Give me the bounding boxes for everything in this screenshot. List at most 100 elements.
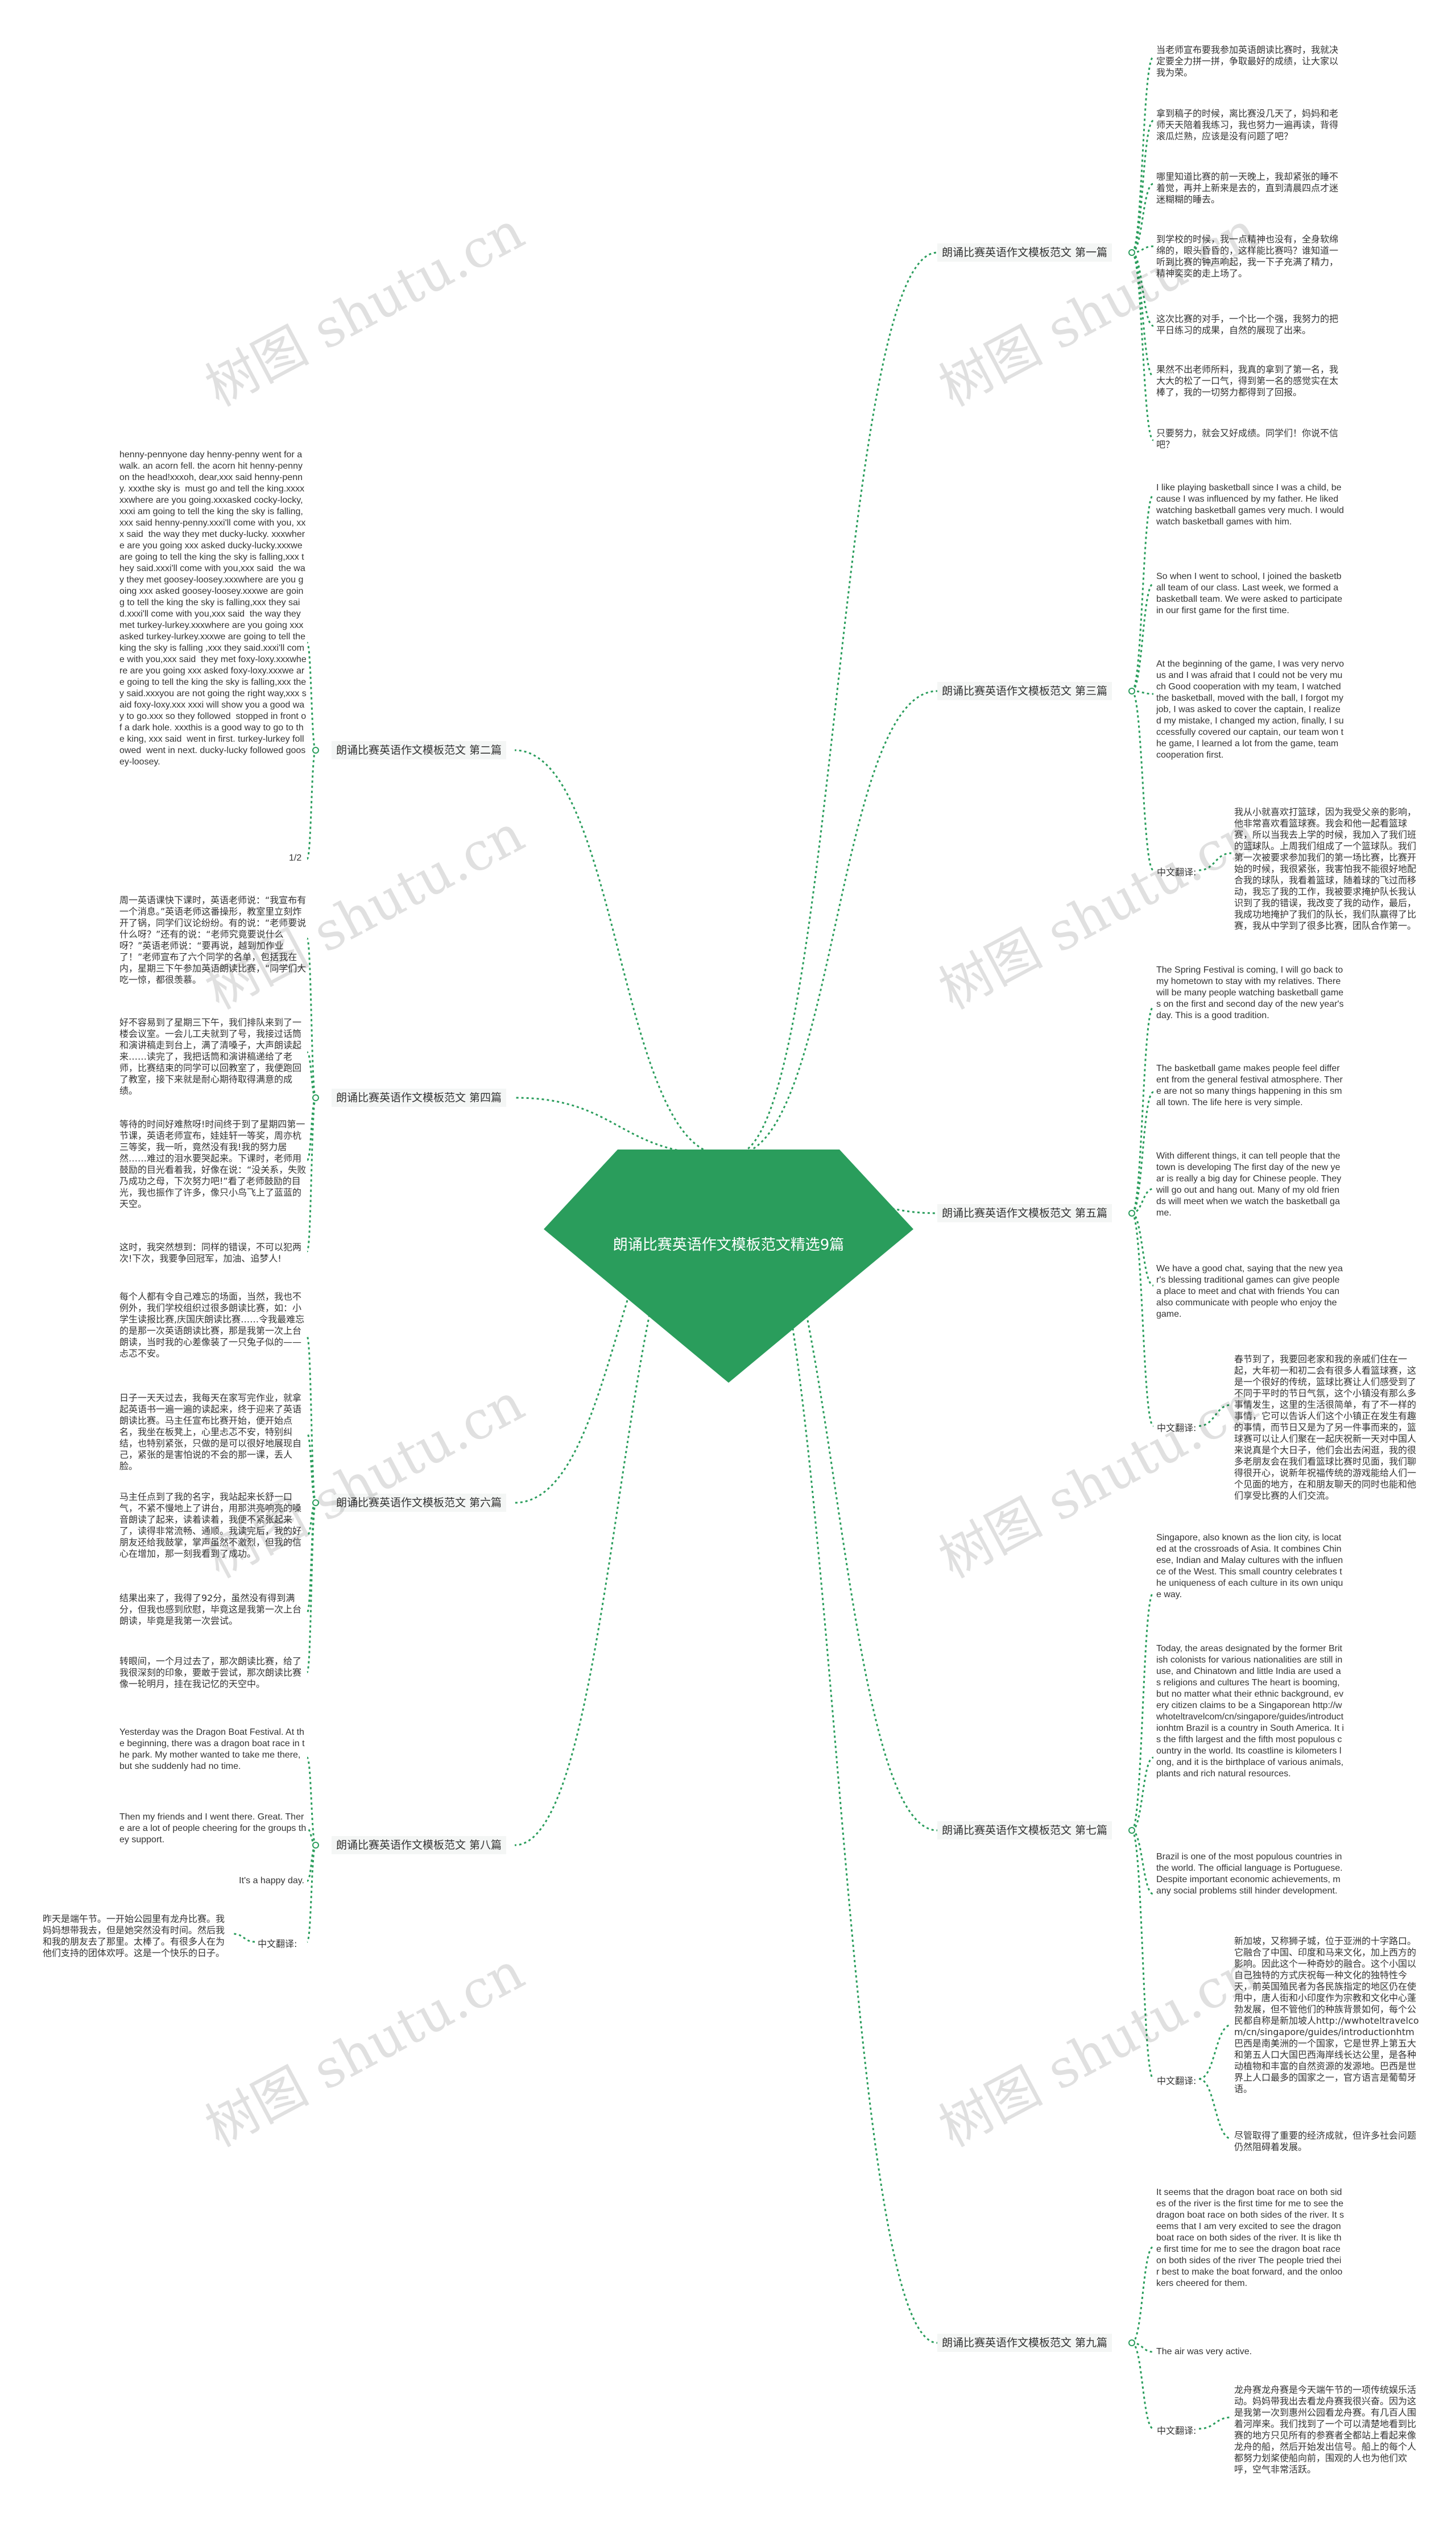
translation-text: 春节到了，我要回老家和我的亲戚们住在一起，大年初一和初二会有很多人看篮球赛，这是… <box>1234 1354 1417 1501</box>
leaf-text: We have a good chat, saying that the new… <box>1156 1264 1343 1319</box>
leaf-text: Brazil is one of the most populous count… <box>1156 1852 1346 1896</box>
leaf-text: 等待的时间好难熬呀!时间终于到了星期四第一节课，英语老师宣布，娃娃轩一等奖，周亦… <box>119 1119 307 1209</box>
branch-leaf-connector <box>1131 1591 1155 1831</box>
root-shape <box>544 1150 913 1383</box>
leaf-text: 周一英语课快下课时，英语老师说：“我宣布有一个消息。”英语老师这番操形，教室里立… <box>119 895 307 985</box>
branch-leaf-connector <box>306 1844 317 1943</box>
branch-leaf-connector <box>1131 2246 1154 2344</box>
leaf-text: henny-pennyone day henny-penny went for … <box>119 450 308 767</box>
branch-leaf-connector <box>1131 183 1154 254</box>
translation-text: 我从小就喜欢打篮球，因为我受父亲的影响，他非常喜欢看篮球赛。我会和他一起看篮球赛… <box>1234 807 1417 931</box>
branch-leaf-connector <box>1131 2342 1154 2353</box>
leaf-text: At the beginning of the game, I was very… <box>1156 659 1346 760</box>
leaf-text: 这次比赛的对手，一个比一个强，我努力的把平日练习的成果，自然的展现了出来。 <box>1156 313 1339 336</box>
leaf-text: The air was very active. <box>1156 2347 1252 2356</box>
translation-label: 中文翻译: <box>1157 867 1197 878</box>
branch-leaf-connector <box>1131 251 1155 441</box>
page-indicator: 1/2 <box>289 853 302 863</box>
leaf-text: The basketball game makes people feel di… <box>1156 1064 1343 1107</box>
branch-leaf-connector <box>1131 1188 1154 1214</box>
translation-label: 中文翻译: <box>258 1938 297 1949</box>
branch-junction-dot <box>312 1842 319 1849</box>
branch-leaf-connector <box>1131 245 1154 254</box>
root-title: 朗诵比赛英语作文模板范文精选9篇 <box>613 1237 845 1254</box>
branch-junction-dot <box>1128 1210 1135 1217</box>
root-branch-connector <box>514 749 723 1156</box>
branch-8-label[interactable]: 朗诵比赛英语作文模板范文 第八篇 <box>332 1836 507 1854</box>
leaf-text: 结果出来了，我得了92分，虽然没有得到满分，但我也感到欣慰，毕竟这是我第一次上台… <box>119 1593 302 1626</box>
translation-connector <box>1198 1404 1232 1427</box>
branch-leaf-connector <box>1131 251 1154 327</box>
branch-leaf-connector <box>1131 690 1155 871</box>
branch-leaf-connector <box>1131 119 1154 254</box>
leaf-text: Then my friends and I went there. Great.… <box>119 1812 307 1845</box>
branch-5-label[interactable]: 朗诵比赛英语作文模板范文 第五篇 <box>937 1204 1112 1222</box>
branch-1-label[interactable]: 朗诵比赛英语作文模板范文 第一篇 <box>937 243 1112 262</box>
branch-junction-dot <box>312 1499 319 1506</box>
translation-text: 龙舟赛龙舟赛是今天端午节的一项传统娱乐活动。妈妈带我出去看龙舟赛我很兴奋。因为这… <box>1234 2384 1417 2475</box>
leaf-text: I like playing basketball since I was a … <box>1156 483 1347 527</box>
branch-leaf-connector <box>1131 582 1154 692</box>
translation-connector <box>1198 2024 1232 2080</box>
leaf-text: 日子一天天过去，我每天在家写完作业，就拿起英语书一遍一遍的读起来，终于迎来了英语… <box>119 1392 302 1471</box>
leaf-text: 转眼间，一个月过去了，那次朗读比赛，给了我很深刻的印象，要敢于尝试，那次朗读比赛… <box>119 1656 302 1689</box>
root-branch-connector <box>734 690 938 1156</box>
leaf-text: The Spring Festival is coming, I will go… <box>1156 965 1346 1020</box>
leaf-text: 好不容易到了星期三下午，我们排队来到了一楼会议室。一会儿工夫就到了号，我接过话筒… <box>119 1017 302 1096</box>
branch-leaf-connector <box>306 642 317 751</box>
branch-4-label[interactable]: 朗诵比赛英语作文模板范文 第四篇 <box>332 1089 507 1107</box>
branch-leaf-connector <box>1131 690 1154 695</box>
root-branch-connector <box>734 1153 938 1831</box>
branch-2-label[interactable]: 朗诵比赛英语作文模板范文 第二篇 <box>332 741 507 759</box>
branch-9-label[interactable]: 朗诵比赛英语作文模板范文 第九篇 <box>937 2334 1112 2352</box>
branch-leaf-connector <box>1131 1091 1154 1214</box>
leaf-text: With different things, it can tell peopl… <box>1156 1151 1344 1218</box>
branch-leaf-connector <box>1131 1829 1155 2080</box>
leaf-text: 拿到稿子的时候，离比赛没几天了，妈妈和老师天天陪着我练习，我也努力一遍再读，背得… <box>1156 108 1339 142</box>
branch-leaf-connector <box>306 1097 317 1252</box>
translation-connector <box>1198 2416 1232 2430</box>
translation-connector <box>233 1933 255 1943</box>
translation-connector <box>1198 852 1232 871</box>
branch-7-label[interactable]: 朗诵比赛英语作文模板范文 第七篇 <box>937 1821 1112 1839</box>
branch-leaf-connector <box>1131 2342 1154 2430</box>
leaf-text: 哪里知道比赛的前一天晚上，我却紧张的睡不着觉，再并上新来是去的，直到清晨四点才迷… <box>1156 171 1339 205</box>
leaf-text: 每个人都有令自己难忘的场面，当然，我也不例外，我们学校组织过很多朗读比赛，如：小… <box>119 1291 305 1359</box>
branch-leaf-connector <box>1131 1212 1155 1427</box>
branch-leaf-connector <box>1131 251 1154 378</box>
branch-junction-dot <box>1128 2339 1135 2346</box>
leaf-text: Today, the areas designated by the forme… <box>1156 1644 1346 1779</box>
branch-leaf-connector <box>306 1502 317 1673</box>
leaf-text: Yesterday was the Dragon Boat Festival. … <box>119 1727 305 1771</box>
leaf-text: 这时，我突然想到：同样的错误，不可以犯两次!下次，我要争回冠军，加油、追梦人! <box>119 1242 302 1264</box>
translation-label: 中文翻译: <box>1157 2076 1197 2086</box>
leaf-text: 到学校的时候，我一点精神也没有，全身软绵绵的，眼头昏昏的，这样能比赛吗？谁知道一… <box>1156 234 1339 279</box>
branch-leaf-connector <box>306 937 317 1099</box>
branch-6-label[interactable]: 朗诵比赛英语作文模板范文 第六篇 <box>332 1494 507 1512</box>
leaf-text: 当老师宣布要我参加英语朗读比赛时，我就决定要全力拼一拼，争取最好的成绩，让大家以… <box>1156 44 1339 78</box>
branch-leaf-connector <box>306 1336 317 1504</box>
branch-leaf-connector <box>1131 1212 1154 1287</box>
translation-connector <box>1198 2078 1232 2140</box>
leaf-text: 果然不出老师所料，我真的拿到了第一名，我大大的松了一口气，得到第一名的感觉实在太… <box>1156 364 1339 398</box>
branch-leaf-connector <box>1131 1006 1155 1214</box>
root-branch-connector <box>514 1097 723 1156</box>
leaf-text: Singapore, also known as the lion city, … <box>1156 1533 1343 1599</box>
root-node[interactable]: 朗诵比赛英语作文模板范文精选9篇 <box>544 1150 913 1383</box>
leaf-text: It seems that the dragon boat race on bo… <box>1156 2188 1346 2288</box>
leaf-text: So when I went to school, I joined the b… <box>1156 572 1345 615</box>
branch-leaf-connector <box>306 1756 317 1846</box>
branch-junction-dot <box>1128 688 1135 694</box>
branch-leaf-connector <box>306 1432 317 1504</box>
translation-text: 尽管取得了重要的经济成就，但许多社会问题仍然阻碍着发展。 <box>1234 2130 1417 2152</box>
translation-text: 新加坡，又称狮子城，位于亚洲的十字路口。它融合了中国、印度和马来文化，加上西方的… <box>1234 1936 1419 2094</box>
branch-junction-dot <box>1128 249 1135 256</box>
branch-3-label[interactable]: 朗诵比赛英语作文模板范文 第三篇 <box>937 682 1112 700</box>
branch-junction-dot <box>1128 1827 1135 1834</box>
leaf-text: 只要努力，就会又好成绩。同学们！你说不信吧？ <box>1156 428 1339 450</box>
root-branch-connector <box>734 251 938 1156</box>
leaf-text: It's a happy day. <box>239 1876 304 1886</box>
branch-junction-dot <box>312 1094 319 1101</box>
branch-leaf-connector <box>1131 1756 1154 1831</box>
